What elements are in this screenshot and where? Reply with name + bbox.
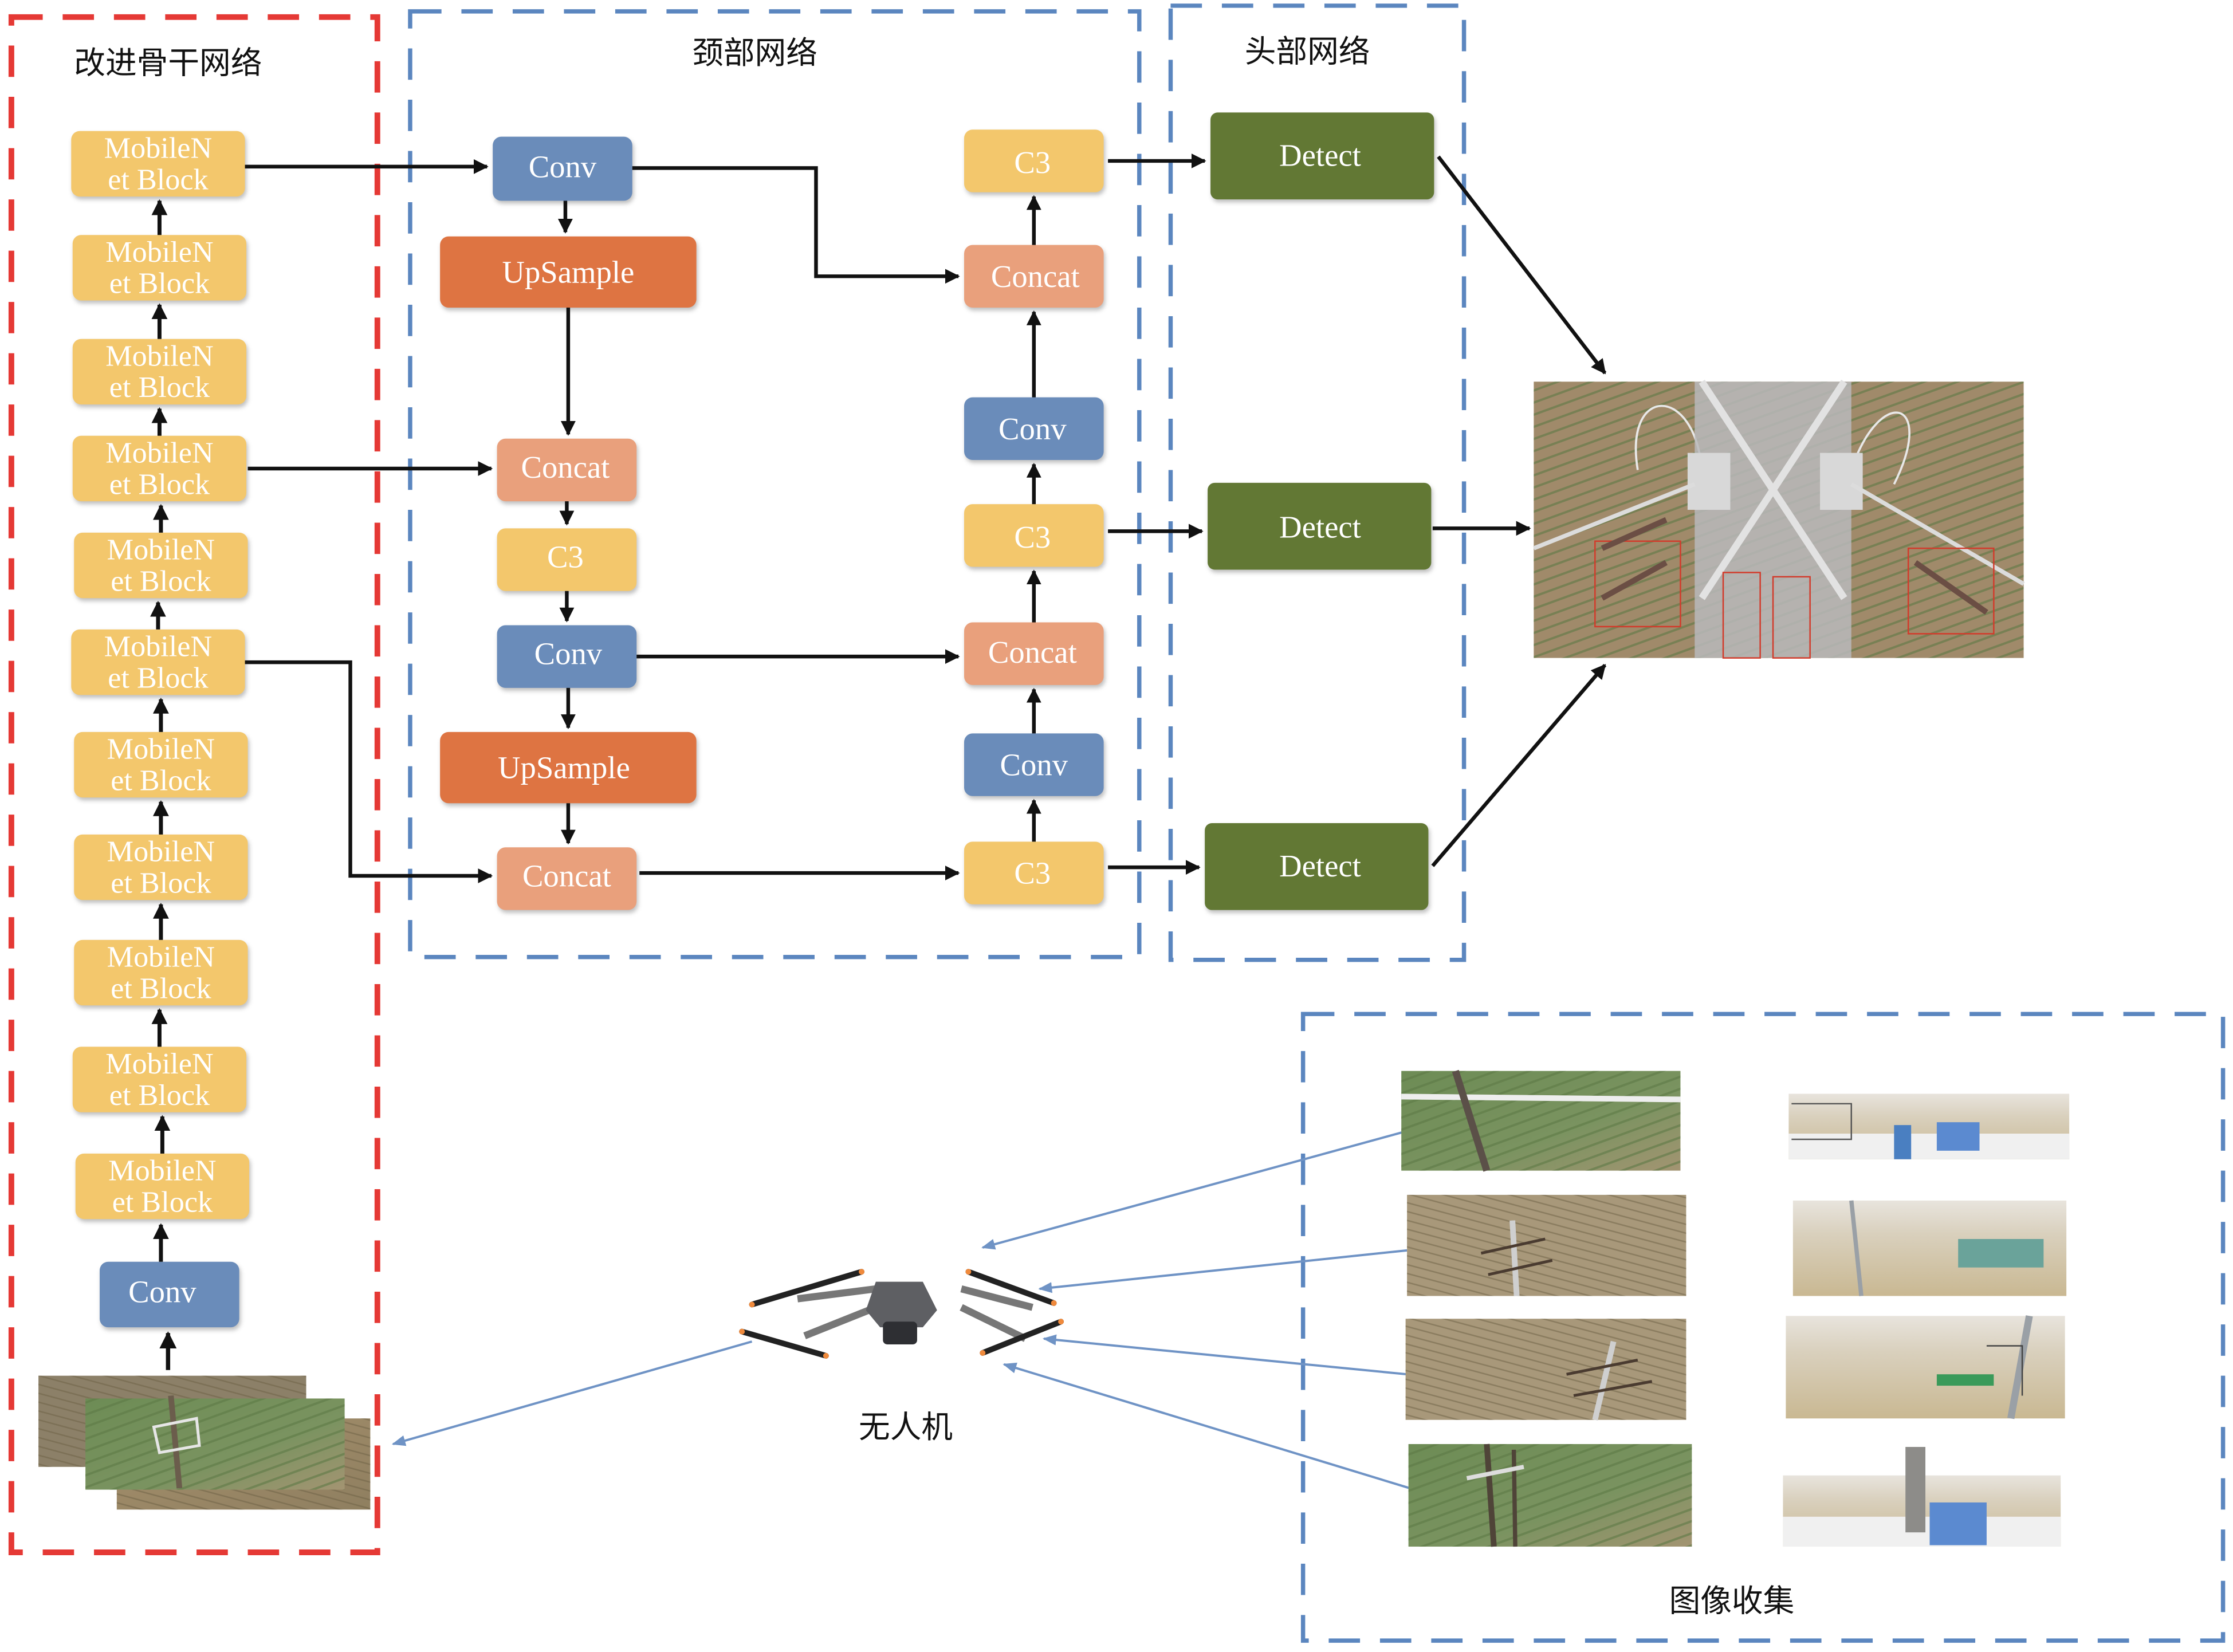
mobilenet-label-line2: et Block [111,764,211,797]
drone-label: 无人机 [859,1409,953,1445]
neck-concat-bottom[interactable]: Concat [497,847,637,910]
neck-section-border [408,9,1142,959]
svg-text:Detect: Detect [1279,509,1361,544]
mobilenet-label-line1: MobileN [108,1154,216,1187]
mobilenet-label-line1: MobileN [105,1047,213,1080]
collected-image-right-1 [1788,1094,2070,1159]
neck-upsample-top[interactable]: UpSample [440,236,697,308]
neck-conv-top[interactable]: Conv [493,136,632,201]
detect-block-top[interactable]: Detect [1210,112,1434,200]
collection-left-images [1401,1069,1692,1547]
collection-title: 图像收集 [1669,1582,1795,1619]
mobilenet-label-line2: et Block [109,267,210,300]
svg-text:UpSample: UpSample [502,254,634,289]
svg-text:Concat: Concat [991,259,1080,294]
mobilenet-label-line1: MobileN [104,630,212,663]
neck-conv-lower[interactable]: Conv [964,733,1104,796]
mobilenet-label-line2: et Block [109,1079,210,1112]
neck-concat-top[interactable]: Concat [964,245,1104,308]
svg-text:Conv: Conv [529,149,597,184]
backbone-conv-block[interactable]: Conv [100,1261,239,1328]
backbone-title: 改进骨干网络 [74,44,262,81]
drone-data-arrows [391,1131,1410,1489]
mobilenet-label-line1: MobileN [107,733,215,766]
svg-text:Detect: Detect [1279,848,1361,883]
neck-concat-mid[interactable]: Concat [497,438,637,502]
svg-text:Concat: Concat [522,859,611,894]
neck-c3-mid-right[interactable]: C3 [964,504,1104,567]
svg-text:C3: C3 [1014,145,1051,180]
detect-block-mid[interactable]: Detect [1208,482,1432,570]
mobilenet-label-line1: MobileN [104,132,212,165]
neck-conv-upper[interactable]: Conv [964,397,1104,461]
svg-text:C3: C3 [1014,520,1051,554]
mobilenet-label-line2: et Block [111,971,211,1005]
detection-result-image [1533,379,2025,659]
head-section-border [1168,3,1467,962]
mobilenet-label-line2: et Block [111,564,211,597]
mobilenet-label-line2: et Block [112,1185,213,1218]
mobilenet-label-line2: et Block [109,467,210,501]
backbone-section-border [8,14,380,1555]
collected-image-left-4 [1408,1443,1692,1547]
svg-text:Conv: Conv [534,636,603,671]
svg-text:UpSample: UpSample [498,750,630,785]
svg-text:Detect: Detect [1279,137,1361,172]
detect-block-bottom[interactable]: Detect [1205,823,1429,910]
head-title: 头部网络 [1245,33,1370,70]
svg-text:C3: C3 [1014,856,1051,891]
svg-text:C3: C3 [547,540,584,575]
collection-section-border [1300,1012,2226,1643]
mobilenet-label-line2: et Block [111,866,211,899]
backbone-arrows [150,199,177,1370]
mobilenet-label-line2: et Block [109,371,210,404]
neck-conv-mid[interactable]: Conv [497,625,637,688]
neck-title: 颈部网络 [692,34,817,71]
input-image-stack [38,1375,371,1510]
mobilenet-label-line1: MobileN [105,340,213,373]
drone-icon [739,1269,1064,1359]
collected-image-left-1 [1401,1069,1681,1172]
mobilenet-label-line2: et Block [108,661,209,694]
neck-concat-mid-right[interactable]: Concat [964,622,1104,685]
svg-text:Conv: Conv [998,411,1067,446]
neck-c3-top[interactable]: C3 [964,129,1104,192]
svg-text:Concat: Concat [521,450,610,485]
mobilenet-label-line1: MobileN [107,533,215,567]
neck-c3-bottom[interactable]: C3 [964,841,1104,904]
svg-text:Concat: Concat [988,635,1077,670]
collected-image-right-2 [1792,1200,2067,1296]
neck-c3-mid[interactable]: C3 [497,528,637,591]
backbone-conv-label: Conv [128,1274,196,1309]
collected-image-right-4 [1783,1446,2061,1547]
mobilenet-label-line1: MobileN [105,235,213,269]
mobilenet-label-line1: MobileN [107,941,215,974]
neck-upsample-bottom[interactable]: UpSample [440,731,697,804]
svg-text:Conv: Conv [1000,748,1068,782]
mobilenet-label-line1: MobileN [107,835,215,868]
collection-right-images [1783,1094,2070,1547]
mobilenet-label-line2: et Block [108,163,209,196]
collected-image-right-3 [1786,1315,2065,1419]
flow-arrows [245,154,1607,883]
collected-image-left-3 [1405,1319,1686,1421]
collected-image-left-2 [1407,1194,1686,1296]
mobilenet-label-line1: MobileN [105,436,213,470]
